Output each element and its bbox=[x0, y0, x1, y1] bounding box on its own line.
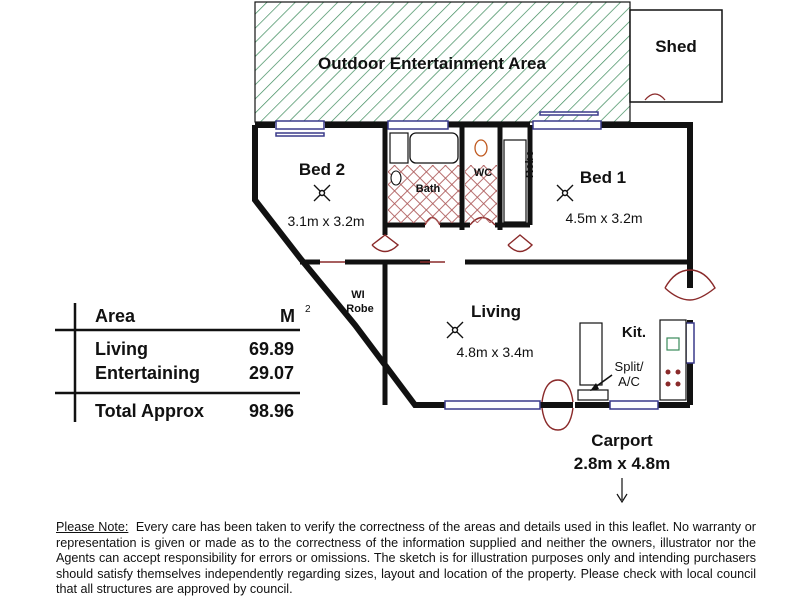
split-label: Split/ bbox=[615, 359, 644, 374]
kitchen-counter bbox=[659, 319, 687, 401]
bath-label: Bath bbox=[416, 183, 441, 195]
outdoor-entertainment-area bbox=[254, 1, 631, 123]
note-body: Every care has been taken to verify the … bbox=[56, 520, 756, 597]
ceiling-fan-icon bbox=[556, 184, 574, 202]
wi-robe-label: WI bbox=[351, 289, 364, 301]
table-row-value: 69.89 bbox=[249, 339, 294, 359]
table-header-area: Area bbox=[95, 306, 136, 326]
note-heading: Please Note: bbox=[56, 520, 129, 534]
bed1-label: Bed 1 bbox=[580, 168, 626, 187]
carport-label: Carport bbox=[591, 431, 653, 450]
toilet bbox=[474, 139, 488, 157]
cooktop bbox=[665, 369, 681, 387]
ceiling-fan-icon bbox=[313, 184, 331, 202]
living-label: Living bbox=[471, 302, 521, 321]
wc-floor-tiles bbox=[465, 165, 497, 223]
wi-robe-label-2: Robe bbox=[346, 303, 374, 315]
wc-label: WC bbox=[474, 167, 492, 179]
bed2-label: Bed 2 bbox=[299, 160, 345, 179]
doors bbox=[320, 216, 716, 431]
split-label-2: A/C bbox=[618, 374, 640, 389]
carport-size: 2.8m x 4.8m bbox=[574, 454, 670, 473]
table-total-value: 98.96 bbox=[249, 401, 294, 421]
table-row-label: Entertaining bbox=[95, 363, 200, 383]
robe-cabinet bbox=[503, 139, 527, 223]
bathtub bbox=[409, 132, 459, 164]
outdoor-label: Outdoor Entertainment Area bbox=[318, 54, 546, 73]
split-ac-unit bbox=[577, 389, 609, 401]
table-total-label: Total Approx bbox=[95, 401, 204, 421]
carport-arrowhead bbox=[616, 493, 628, 504]
kitchen-bench bbox=[579, 322, 603, 386]
robe-label: Robe bbox=[524, 151, 536, 179]
sink bbox=[666, 337, 680, 351]
shed-label: Shed bbox=[655, 37, 697, 56]
basin bbox=[390, 170, 402, 186]
bed1-size: 4.5m x 3.2m bbox=[565, 210, 642, 226]
shed-door bbox=[644, 93, 666, 101]
table-header-unit-sup: 2 bbox=[305, 304, 311, 315]
table-header-unit: M bbox=[280, 306, 295, 326]
shed bbox=[629, 9, 723, 103]
ceiling-fan-icon bbox=[446, 321, 464, 339]
disclaimer-note: Please Note: Every care has been taken t… bbox=[56, 520, 756, 598]
living-size: 4.8m x 3.4m bbox=[456, 344, 533, 360]
kit-label: Kit. bbox=[622, 324, 646, 341]
table-row-value: 29.07 bbox=[249, 363, 294, 383]
shower bbox=[389, 132, 409, 164]
table-row-label: Living bbox=[95, 339, 148, 359]
bed2-size: 3.1m x 3.2m bbox=[287, 213, 364, 229]
split-ac-arrowhead bbox=[590, 383, 599, 391]
